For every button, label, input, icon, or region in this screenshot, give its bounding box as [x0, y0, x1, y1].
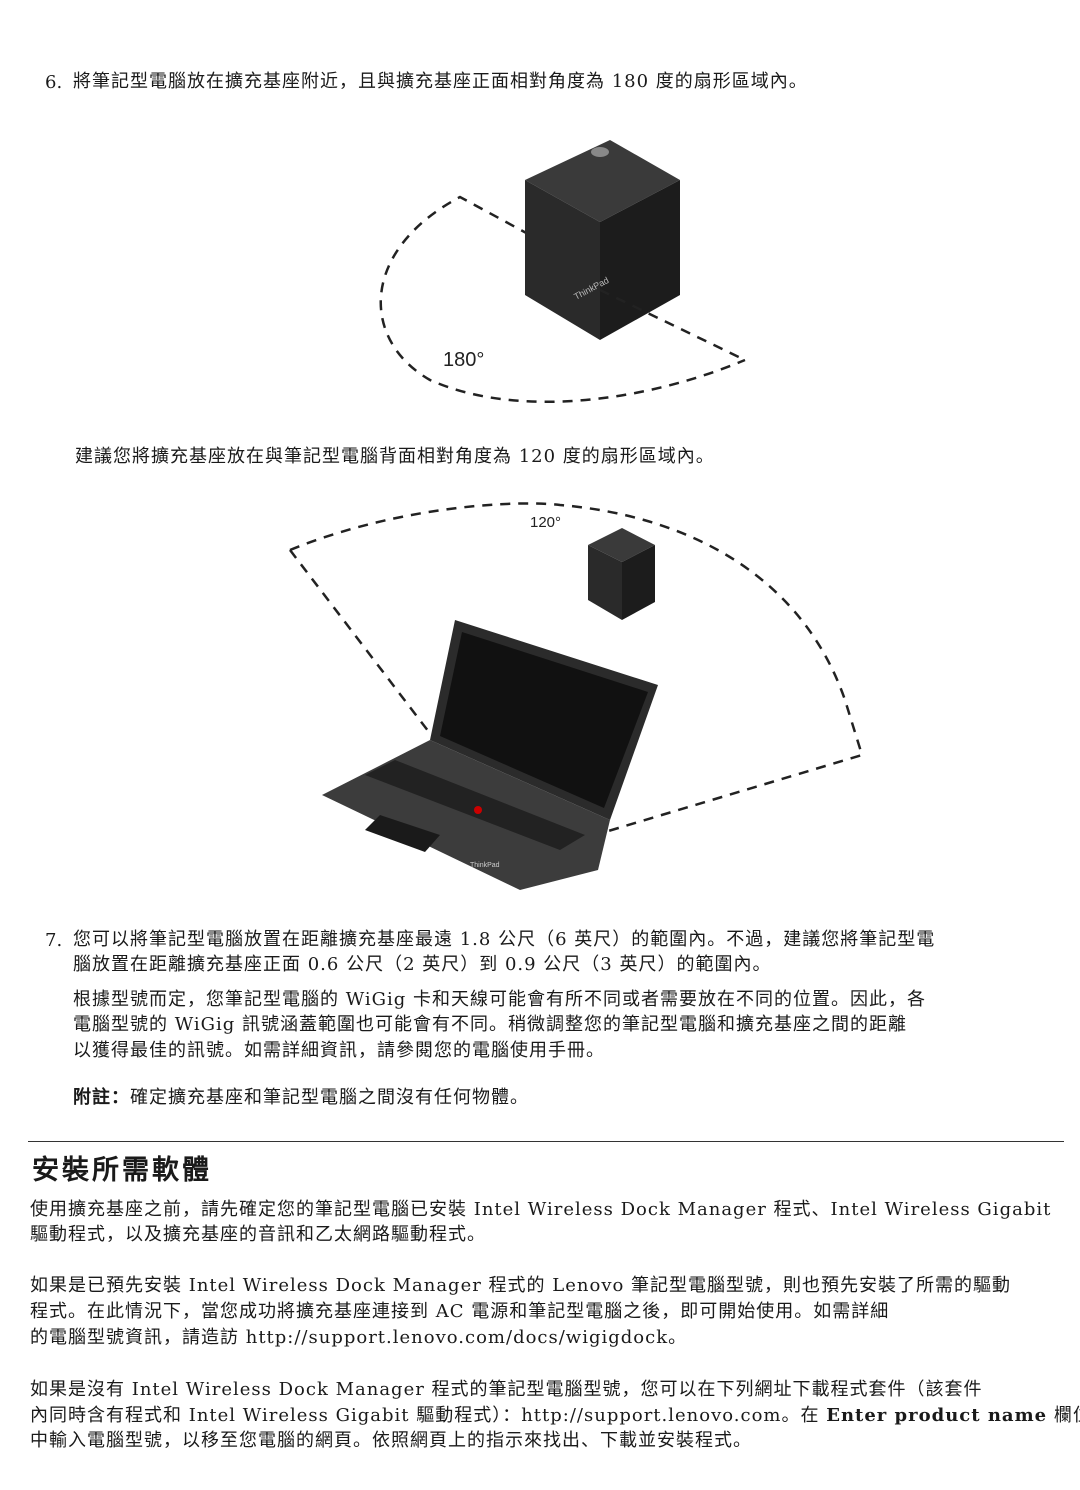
text: 內同時含有程式和 Intel Wireless Gigabit 驅動程式）：ht…: [30, 1405, 827, 1426]
step7-para-line: 電腦型號的 WiGig 訊號涵蓋範圍也可能會有不同。稍微調整您的筆記型電腦和擴充…: [73, 1014, 908, 1035]
figure-180-degree: ThinkPad 180°: [379, 140, 746, 404]
paragraph-line: 如果是沒有 Intel Wireless Dock Manager 程式的筆記型…: [30, 1379, 983, 1400]
laptop-icon: ThinkPad: [322, 620, 658, 890]
text: 欄位: [1053, 1405, 1080, 1426]
paragraph-line: 如果是已預先安裝 Intel Wireless Dock Manager 程式的…: [30, 1275, 1012, 1296]
field-name: Enter product name: [826, 1405, 1048, 1426]
step7-para-line: 以獲得最佳的訊號。如需詳細資訊，請參閱您的電腦使用手冊。: [73, 1040, 605, 1061]
note: 附註：確定擴充基座和筆記型電腦之間沒有任何物體。: [73, 1086, 529, 1110]
paragraph-line: 中輸入電腦型號，以移至您電腦的網頁。依照網頁上的指示來找出、下載並安裝程式。: [30, 1430, 752, 1451]
note-text: 確定擴充基座和筆記型電腦之間沒有任何物體。: [130, 1087, 529, 1108]
step6-text: 將筆記型電腦放在擴充基座附近，且與擴充基座正面相對角度為 180 度的扇形區域內…: [73, 71, 808, 92]
svg-text:120°: 120°: [530, 514, 561, 531]
paragraph-line: 內同時含有程式和 Intel Wireless Gigabit 驅動程式）：ht…: [30, 1404, 1080, 1428]
step-number: 6.: [45, 72, 63, 93]
step7-line: 腦放置在距離擴充基座正面 0.6 公尺（2 英尺）到 0.9 公尺（3 英尺）的…: [73, 954, 772, 975]
paragraph-line: 的電腦型號資訊，請造訪 http://support.lenovo.com/do…: [30, 1327, 688, 1348]
note-label: 附註：: [73, 1087, 130, 1108]
section-divider: [28, 1141, 1064, 1142]
step-number: 7.: [45, 930, 63, 951]
svg-text:ThinkPad: ThinkPad: [470, 862, 500, 869]
step7-line: 您可以將筆記型電腦放置在距離擴充基座最遠 1.8 公尺（6 英尺）的範圍內。不過…: [73, 929, 936, 950]
recommend-text: 建議您將擴充基座放在與筆記型電腦背面相對角度為 120 度的扇形區域內。: [75, 446, 715, 467]
angle-label: 180°: [443, 349, 484, 371]
section-title: 安裝所需軟體: [32, 1155, 212, 1186]
dock-cube-icon: ThinkPad: [525, 140, 680, 340]
dock-cube-icon: [588, 528, 655, 620]
figure-120-degree: 120° ThinkPad: [289, 502, 864, 890]
step7-para-line: 根據型號而定，您筆記型電腦的 WiGig 卡和天線可能會有所不同或者需要放在不同…: [73, 989, 927, 1010]
paragraph-line: 驅動程式，以及擴充基座的音訊和乙太網路驅動程式。: [30, 1224, 486, 1245]
paragraph-line: 使用擴充基座之前，請先確定您的筆記型電腦已安裝 Intel Wireless D…: [30, 1199, 1052, 1220]
paragraph-line: 程式。在此情況下，當您成功將擴充基座連接到 AC 電源和筆記型電腦之後，即可開始…: [30, 1301, 890, 1322]
